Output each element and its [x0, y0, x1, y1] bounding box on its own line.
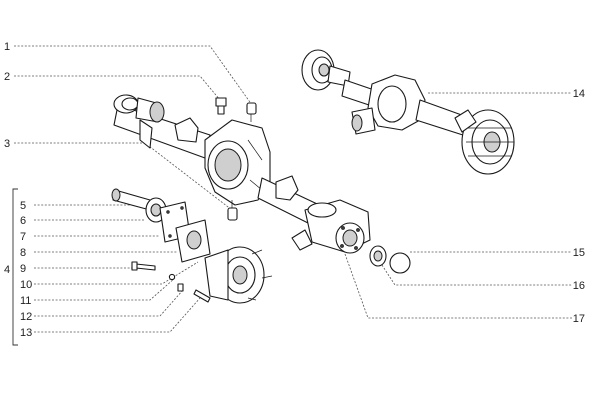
callout-15-label: 15 [573, 247, 585, 259]
callout-9-label: 9 [20, 263, 26, 275]
axle-housing [113, 94, 371, 254]
part-10-washer [168, 273, 176, 281]
leader-11 [34, 277, 176, 301]
group-4-bracket [12, 188, 18, 346]
leader-lines [14, 45, 572, 333]
callout-4-label: 4 [4, 264, 10, 276]
leader-17 [344, 253, 572, 319]
callout-5-label: 5 [20, 200, 26, 212]
leader-16 [379, 261, 572, 286]
part-12-screw [193, 289, 211, 303]
callout-16-label: 16 [573, 280, 585, 292]
callout-7-label: 7 [20, 231, 26, 243]
part-1-breather [246, 102, 257, 122]
part-9-bolt [135, 263, 156, 271]
callout-13-label: 13 [20, 327, 32, 339]
part-11-nut [177, 283, 184, 292]
part-14-assembled-axle [301, 49, 515, 175]
part-2-fitting [215, 97, 227, 115]
half-shaft-group [111, 188, 273, 304]
callout-10-label: 10 [20, 279, 32, 291]
callout-1-label: 1 [4, 41, 10, 53]
part-3-plug [227, 200, 238, 221]
callout-11-label: 11 [20, 295, 31, 307]
callout-8-label: 8 [20, 247, 26, 259]
callout-6-label: 6 [20, 215, 26, 227]
leader-13 [34, 297, 201, 333]
leader-12 [34, 289, 184, 317]
callout-17-label: 17 [573, 313, 585, 325]
leader-1 [14, 45, 253, 106]
callout-2-label: 2 [4, 71, 10, 83]
callout-3-label: 3 [4, 138, 10, 150]
callout-12-label: 12 [20, 311, 32, 323]
part-15-o-ring [389, 252, 411, 274]
leader-10 [34, 261, 199, 285]
leader-2 [14, 75, 221, 101]
callout-14-label: 14 [573, 88, 585, 100]
